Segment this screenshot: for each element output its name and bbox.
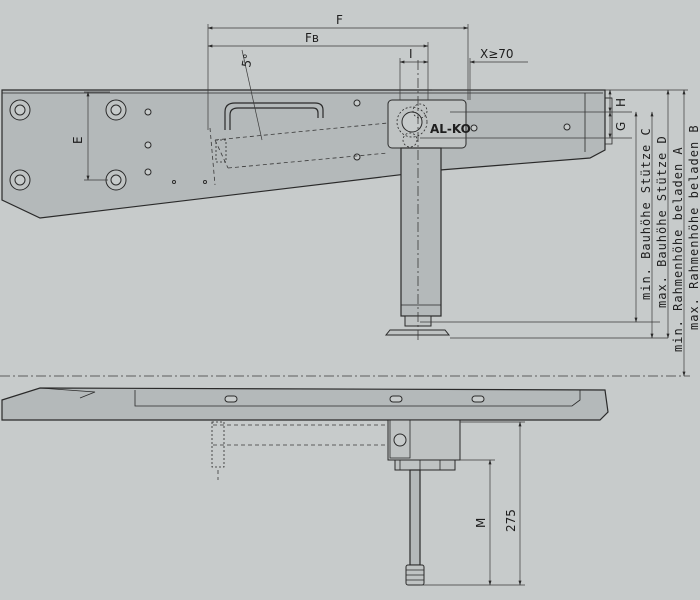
bolt-left-bottom bbox=[9, 169, 31, 191]
top-view: M 275 bbox=[1, 387, 609, 586]
frame-beam bbox=[1, 89, 606, 219]
label-G: G bbox=[614, 122, 628, 131]
label-H: H bbox=[614, 98, 628, 107]
bolt-mid-bottom bbox=[105, 169, 127, 191]
support-leg bbox=[384, 147, 451, 336]
brand-label: AL-KO bbox=[430, 122, 471, 136]
label-I: I bbox=[409, 47, 413, 61]
label-M: M bbox=[474, 518, 488, 528]
handle-slot bbox=[224, 102, 324, 130]
crank-housing-plan bbox=[387, 419, 461, 471]
label-X: X≥70 bbox=[480, 47, 514, 61]
bolt-mid-top bbox=[105, 99, 127, 121]
label-F: F bbox=[336, 13, 343, 27]
label-E: E bbox=[71, 136, 85, 144]
leg-plan bbox=[409, 469, 421, 566]
label-C: min. Bauhöhe Stütze C bbox=[639, 127, 653, 300]
side-view: AL-KO F Fʙ I X≥70 5° bbox=[1, 13, 700, 377]
bolt-left-top bbox=[9, 99, 31, 121]
label-angle: 5° bbox=[239, 53, 255, 69]
crank-housing: AL-KO bbox=[387, 99, 471, 149]
label-A: min. Rahmenhöhe beladen A bbox=[671, 146, 685, 352]
label-D: max. Bauhöhe Stütze D bbox=[655, 135, 669, 308]
label-275: 275 bbox=[504, 509, 518, 532]
label-FB: Fʙ bbox=[305, 31, 319, 45]
label-B: max. Rahmenhöhe beladen B bbox=[687, 124, 700, 330]
